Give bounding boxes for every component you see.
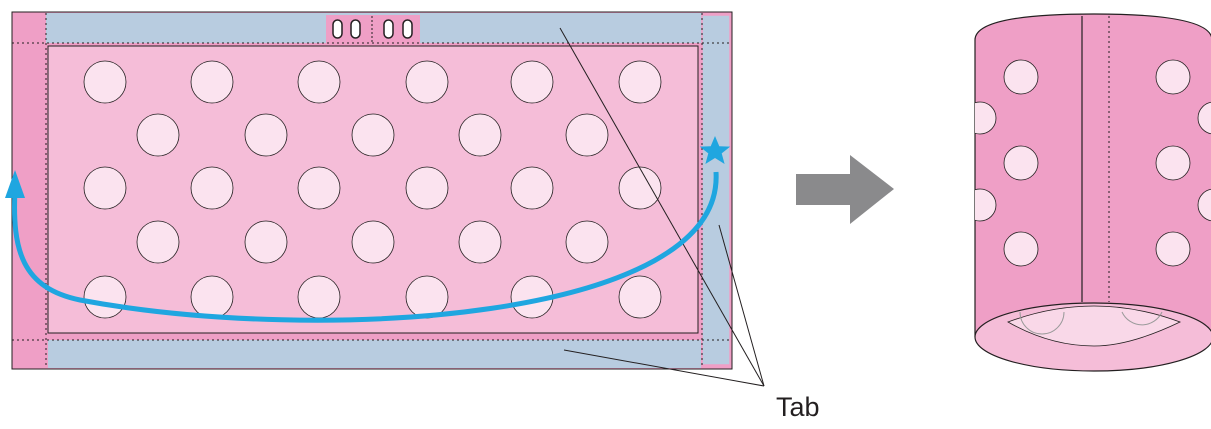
flat-template xyxy=(5,11,765,387)
polka-dot xyxy=(136,113,180,157)
polka-dot xyxy=(458,220,502,264)
fold-lines xyxy=(12,13,732,368)
tab-pointer-lines xyxy=(559,27,765,387)
polka-dot xyxy=(83,166,127,210)
polka-dot xyxy=(565,113,609,157)
polka-dot xyxy=(190,275,234,319)
polka-dot xyxy=(618,166,662,210)
curved-arrow-icon xyxy=(12,171,719,323)
polka-dot xyxy=(351,220,395,264)
rolled-cylinder xyxy=(974,13,1211,372)
polka-dot xyxy=(244,220,288,264)
polka-dot xyxy=(618,60,662,104)
cylinder-inner-dots xyxy=(1019,311,1163,335)
tab-label: Tab xyxy=(776,392,820,422)
polka-dot xyxy=(1003,145,1039,181)
polka-dot xyxy=(975,101,997,135)
polka-dot xyxy=(190,60,234,104)
polka-dot xyxy=(136,220,180,264)
star-icon xyxy=(699,136,731,164)
template-face xyxy=(47,45,699,334)
polka-dot xyxy=(83,275,127,319)
polka-dot xyxy=(244,113,288,157)
polka-dot xyxy=(1197,188,1211,222)
polka-dot xyxy=(1155,145,1191,181)
polka-dot xyxy=(975,188,997,222)
polka-dot xyxy=(565,220,609,264)
polka-dot xyxy=(405,60,449,104)
polka-dot xyxy=(405,166,449,210)
polka-dot xyxy=(297,166,341,210)
polka-dot xyxy=(297,60,341,104)
polka-dot xyxy=(405,275,449,319)
right-arrow-icon xyxy=(796,155,894,224)
polka-dot xyxy=(190,166,234,210)
slot-holes xyxy=(332,19,413,39)
bottom-tab xyxy=(48,340,701,368)
polka-dot xyxy=(1003,231,1039,267)
polka-dot xyxy=(351,113,395,157)
polka-dot xyxy=(458,113,502,157)
polka-dot xyxy=(1155,231,1191,267)
polka-dot xyxy=(1155,59,1191,95)
polka-dot xyxy=(510,60,554,104)
polka-dot xyxy=(297,275,341,319)
cylinder-inner-edge xyxy=(1007,305,1182,347)
cylinder-dots xyxy=(975,59,1211,267)
polka-dot xyxy=(83,60,127,104)
polka-dot xyxy=(1197,101,1211,135)
polka-dot xyxy=(510,166,554,210)
flat-dots xyxy=(83,60,662,319)
polka-dot xyxy=(1003,59,1039,95)
curved-arrow-head xyxy=(5,170,25,198)
polka-dot xyxy=(618,275,662,319)
